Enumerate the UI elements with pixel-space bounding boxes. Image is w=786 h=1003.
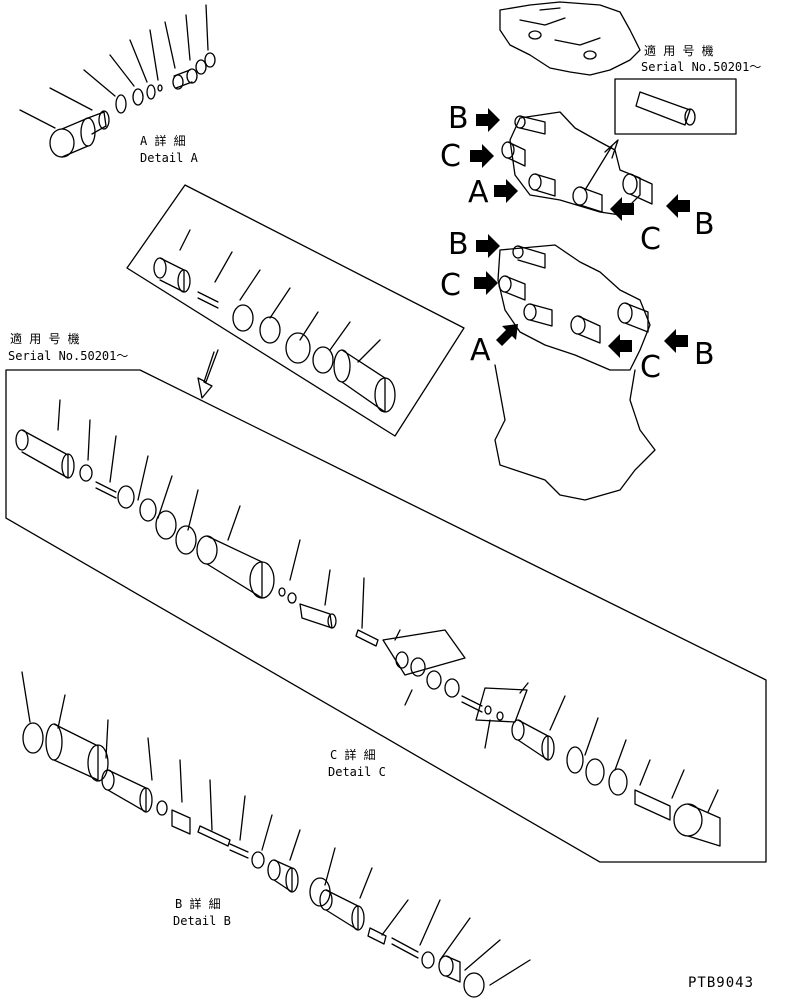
letter-a-upper-left: A: [468, 175, 489, 210]
letter-b-upper-right: B: [694, 207, 715, 242]
detail-a-label-jp: A 詳 細: [140, 134, 186, 148]
detail-c-label-jp: C 詳 細: [330, 748, 376, 762]
serial-left-label-jp: 適 用 号 機: [10, 332, 80, 346]
detail-c-box: [5, 369, 767, 863]
detail-b-label-jp: B 詳 細: [175, 897, 221, 911]
letter-b-upper-left: B: [448, 101, 469, 136]
drawing-code: PTB9043: [688, 975, 755, 991]
serial-left-label-en: Serial No.50201〜: [8, 349, 129, 363]
inset-fitting: [635, 91, 696, 126]
detail-a-label-en: Detail A: [140, 151, 198, 165]
serial-top-label-en: Serial No.50201〜: [641, 60, 762, 74]
serial-top-label-jp: 適 用 号 機: [644, 44, 714, 58]
serial-inset-box: [614, 78, 737, 135]
letter-c-upper-left: C: [440, 139, 461, 174]
letter-a-lower-left: A: [470, 333, 491, 368]
detail-c-label-en: Detail C: [328, 765, 386, 779]
letter-b-lower-left: B: [448, 227, 469, 262]
detail-c-parts: [15, 399, 721, 847]
letter-c-upper-right: C: [640, 222, 661, 257]
letter-b-lower-right: B: [694, 337, 715, 372]
letter-c-lower-right: C: [640, 350, 661, 385]
detail-b-label-en: Detail B: [173, 914, 231, 928]
pump-housing-top: [499, 1, 641, 76]
letter-c-lower-left: C: [440, 268, 461, 303]
valve-block-lower: [494, 244, 656, 501]
valve-block-upper: [501, 111, 653, 216]
detail-a-parts: [19, 4, 216, 158]
detail-b-parts: [21, 671, 531, 998]
serial-parts-box: [126, 184, 465, 437]
serial-parts: [153, 229, 396, 413]
indicator-arrows: [470, 108, 690, 358]
